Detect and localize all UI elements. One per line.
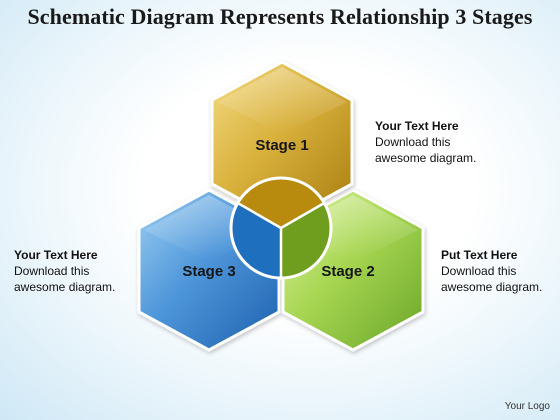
center-circle-outline bbox=[229, 176, 333, 280]
logo-placeholder: Your Logo bbox=[504, 401, 550, 412]
note-left-line-2: awesome diagram. bbox=[14, 280, 116, 294]
diagram-title: Schematic Diagram Represents Relationshi… bbox=[27, 4, 533, 29]
note-bottom-right-line-2: awesome diagram. bbox=[441, 280, 543, 294]
note-bottom-right-line-1: Download this bbox=[441, 264, 517, 278]
center-sector-stage-1 bbox=[237, 178, 325, 228]
note-bottom-right: Put Text Here Download this awesome diag… bbox=[441, 247, 542, 295]
note-left-heading: Your Text Here bbox=[14, 248, 98, 262]
note-top-right-line-1: Download this bbox=[375, 135, 451, 149]
stage-2-label: Stage 2 bbox=[321, 263, 374, 280]
stage-1-label: Stage 1 bbox=[255, 137, 308, 154]
note-bottom-right-heading: Put Text Here bbox=[441, 248, 518, 262]
stage-3-label: Stage 3 bbox=[182, 263, 235, 280]
note-top-right-line-2: awesome diagram. bbox=[375, 151, 477, 165]
note-left-line-1: Download this bbox=[14, 264, 90, 278]
note-top-right: Your Text Here Download this awesome dia… bbox=[375, 118, 476, 166]
note-left: Your Text Here Download this awesome dia… bbox=[14, 247, 115, 295]
note-top-right-heading: Your Text Here bbox=[375, 119, 459, 133]
